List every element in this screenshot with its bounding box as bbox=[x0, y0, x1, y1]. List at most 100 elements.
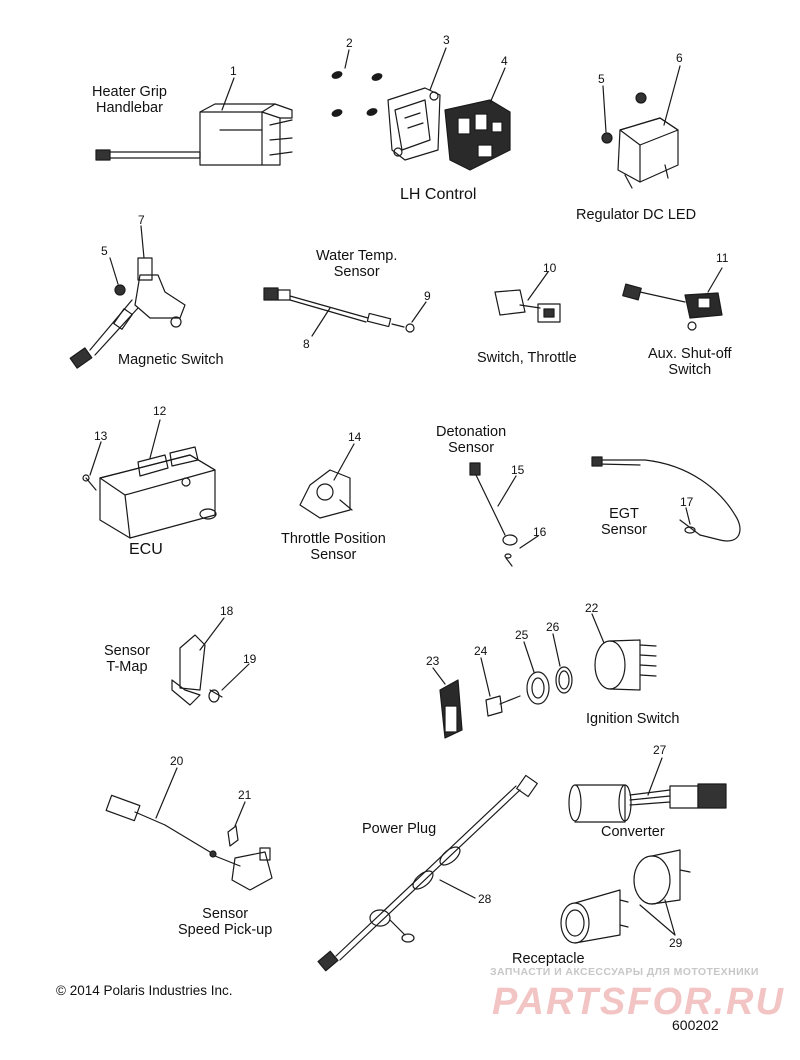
callout-15: 15 bbox=[511, 463, 525, 477]
label-heater-grip-text: Heater Grip Handlebar bbox=[92, 84, 167, 116]
watermark-logo-text: PARTSFOR.RU bbox=[492, 981, 785, 1023]
callout-28: 28 bbox=[478, 892, 492, 906]
watermark-tagline: ЗАПЧАСТИ И АКСЕССУАРЫ ДЛЯ МОТОТЕХНИКИ bbox=[490, 966, 759, 978]
label-ecu: ECU bbox=[129, 541, 163, 558]
label-converter: Converter bbox=[601, 824, 665, 840]
leader-28 bbox=[439, 879, 476, 899]
label-detonation: Detonation Sensor bbox=[436, 424, 507, 456]
callout-9: 9 bbox=[424, 289, 431, 303]
callout-13: 13 bbox=[94, 429, 108, 443]
label-switch-throttle: Switch, Throttle bbox=[477, 350, 577, 366]
callout-12: 12 bbox=[153, 404, 167, 418]
leader-22 bbox=[591, 613, 605, 644]
leader-17 bbox=[685, 507, 691, 525]
label-aux-shutoff: Aux. Shut-off Switch bbox=[648, 346, 732, 378]
power-plug-part bbox=[317, 774, 538, 972]
callout-24: 24 bbox=[474, 644, 488, 658]
label-magnetic-switch: Magnetic Switch bbox=[118, 352, 224, 368]
label-regulator: Regulator DC LED bbox=[576, 207, 697, 223]
callout-22: 22 bbox=[585, 601, 599, 615]
label-tps: Throttle Position Sensor bbox=[281, 531, 386, 563]
egt-sensor-part bbox=[591, 456, 741, 542]
heater-grip-part bbox=[95, 103, 293, 166]
leader-1 bbox=[221, 77, 235, 111]
throttle-position-sensor-part bbox=[299, 469, 353, 519]
leader-5b bbox=[109, 257, 119, 285]
leader-16 bbox=[519, 535, 539, 549]
leader-11 bbox=[707, 267, 723, 293]
leader-7 bbox=[140, 225, 145, 259]
leader-5a bbox=[602, 85, 607, 133]
leader-26 bbox=[552, 633, 561, 667]
leader-20 bbox=[155, 767, 178, 819]
ignition-switch-part bbox=[439, 639, 657, 739]
leader-25 bbox=[523, 641, 535, 673]
label-egt: EGT Sensor bbox=[601, 506, 647, 538]
label-receptacle: Receptacle bbox=[512, 951, 585, 967]
leader-12 bbox=[149, 419, 161, 459]
tmap-sensor-part bbox=[171, 634, 223, 706]
callout-5a: 5 bbox=[598, 72, 605, 86]
leader-13 bbox=[89, 441, 102, 476]
leader-10 bbox=[527, 271, 549, 301]
lh-control-bracket-part bbox=[387, 87, 441, 161]
callout-2: 2 bbox=[346, 36, 353, 50]
leader-3 bbox=[429, 47, 447, 91]
leader-21 bbox=[234, 801, 246, 827]
label-tmap: Sensor T-Map bbox=[104, 643, 150, 675]
callout-16: 16 bbox=[533, 525, 547, 539]
label-heater-grip: Heater Grip Handlebar bbox=[92, 84, 167, 116]
regulator-part bbox=[601, 92, 679, 189]
callout-23: 23 bbox=[426, 654, 440, 668]
callout-14: 14 bbox=[348, 430, 362, 444]
callout-20: 20 bbox=[170, 754, 184, 768]
leader-8 bbox=[311, 307, 331, 337]
label-ignition-switch: Ignition Switch bbox=[586, 711, 680, 727]
magnetic-switch-part bbox=[69, 257, 186, 369]
detonation-sensor-part bbox=[469, 462, 518, 567]
converter-part bbox=[568, 783, 727, 823]
callout-3: 3 bbox=[443, 33, 450, 47]
leader-15 bbox=[497, 475, 517, 507]
leader-14 bbox=[333, 443, 355, 481]
leader-18 bbox=[199, 617, 225, 651]
leader-4 bbox=[489, 67, 506, 104]
callout-11: 11 bbox=[716, 251, 729, 265]
callout-26: 26 bbox=[546, 620, 560, 634]
leader-19 bbox=[221, 663, 250, 691]
callout-21: 21 bbox=[238, 788, 252, 802]
label-power-plug: Power Plug bbox=[362, 821, 437, 837]
receptacle-part bbox=[560, 849, 691, 944]
aux-shutoff-switch-part bbox=[622, 283, 723, 331]
leader-29b bbox=[664, 899, 676, 936]
leader-6 bbox=[663, 65, 681, 126]
speed-pickup-sensor-part bbox=[105, 794, 273, 891]
callout-27: 27 bbox=[653, 743, 667, 757]
callout-7: 7 bbox=[138, 213, 145, 227]
diagram-reference-number: 600202 bbox=[672, 1017, 719, 1033]
callout-25: 25 bbox=[515, 628, 529, 642]
label-lh-control: LH Control bbox=[400, 186, 477, 203]
label-speed-pickup: Sensor Speed Pick-up bbox=[178, 906, 273, 938]
callout-17: 17 bbox=[680, 495, 694, 509]
leader-24 bbox=[480, 657, 491, 697]
callout-1: 1 bbox=[230, 64, 237, 78]
ecu-part bbox=[82, 446, 217, 539]
leader-9 bbox=[411, 301, 427, 323]
leader-23 bbox=[432, 667, 446, 685]
leader-29a bbox=[639, 904, 676, 936]
callout-6: 6 bbox=[676, 51, 683, 65]
callout-5b: 5 bbox=[101, 244, 108, 258]
leader-2 bbox=[344, 49, 350, 69]
watermark-logo: PARTSFOR.RU bbox=[492, 981, 785, 1023]
label-water-temp: Water Temp. Sensor bbox=[316, 248, 398, 280]
callout-29: 29 bbox=[669, 936, 683, 950]
callout-4: 4 bbox=[501, 54, 508, 68]
water-temp-sensor-part bbox=[263, 287, 415, 333]
callout-18: 18 bbox=[220, 604, 234, 618]
callout-8: 8 bbox=[303, 337, 310, 351]
callout-10: 10 bbox=[543, 261, 557, 275]
copyright-text: © 2014 Polaris Industries Inc. bbox=[56, 983, 233, 998]
screws-part bbox=[331, 71, 383, 117]
